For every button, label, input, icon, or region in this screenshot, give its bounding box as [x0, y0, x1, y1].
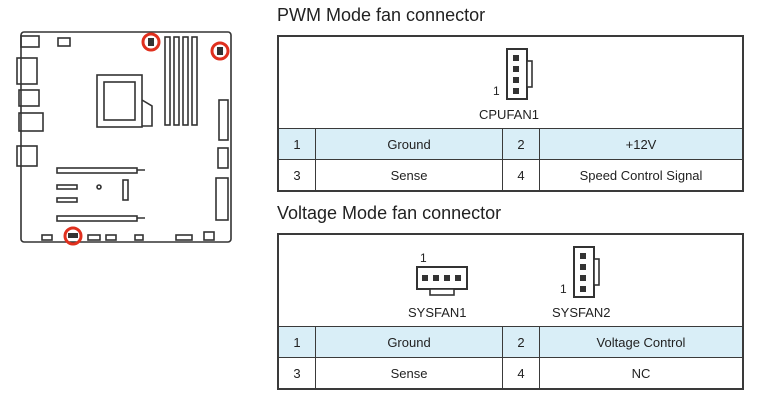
io-block: [16, 57, 38, 85]
cpufan1-pin1-label: 1: [493, 84, 500, 98]
sysfan1-highlight: [210, 41, 230, 61]
pin-number: 2: [502, 326, 540, 358]
io-block: [18, 89, 40, 107]
sysfan1-label: SYSFAN1: [408, 305, 467, 320]
atx-power: [218, 99, 229, 141]
sysfan1-connector-icon: [416, 266, 468, 296]
pwm-diagram-area: 1 CPUFAN1: [279, 37, 742, 128]
pin-number: 4: [502, 357, 540, 388]
sata-block: [215, 177, 229, 221]
cpufan1-connector-icon: [506, 48, 533, 100]
pcie-slot: [56, 215, 138, 222]
voltage-pin-table: 1 Ground 2 Voltage Control 3 Sense 4 NC: [279, 326, 742, 388]
io-block: [16, 145, 38, 167]
pin-number: 2: [502, 128, 540, 160]
pin-number: 4: [502, 159, 540, 190]
pin-definition: Speed Control Signal: [539, 159, 742, 190]
pin-definition: +12V: [539, 128, 742, 160]
pwm-pin-table: 1 Ground 2 +12V 3 Sense 4 Speed Control …: [279, 128, 742, 190]
pin-definition: Ground: [315, 128, 503, 160]
io-block: [20, 35, 40, 48]
sysfan2-highlight: [63, 226, 83, 246]
motherboard-diagram: [16, 31, 232, 246]
pin-definition: Sense: [315, 357, 503, 388]
cpufan1-label: CPUFAN1: [479, 107, 539, 122]
board-outline: [20, 31, 232, 243]
pcie-slot: [56, 184, 78, 190]
pin-number: 1: [279, 128, 316, 160]
pin-number: 3: [279, 357, 316, 388]
sata-block: [217, 147, 229, 169]
voltage-connector-panel: 1 SYSFAN1 1 SYSFAN2 1 Ground 2 Voltage C…: [277, 233, 744, 390]
pin-definition: NC: [539, 357, 742, 388]
cpu-socket: [96, 74, 143, 128]
pin-definition: Voltage Control: [539, 326, 742, 358]
table-row: 3 Sense 4 Speed Control Signal: [279, 159, 742, 190]
dimm-slot: [191, 36, 198, 126]
sysfan1-pin1-label: 1: [420, 251, 427, 265]
pwm-connector-panel: 1 CPUFAN1 1 Ground 2 +12V 3 Sense 4 Spee…: [277, 35, 744, 192]
voltage-diagram-area: 1 SYSFAN1 1 SYSFAN2: [279, 235, 742, 326]
pwm-section-title: PWM Mode fan connector: [277, 5, 486, 25]
table-row: 1 Ground 2 +12V: [279, 128, 742, 160]
table-row: 1 Ground 2 Voltage Control: [279, 326, 742, 358]
io-block: [18, 112, 44, 132]
pin-number: 3: [279, 159, 316, 190]
pin-number: 1: [279, 326, 316, 358]
header-block: [57, 37, 71, 47]
sysfan2-pin1-label: 1: [560, 282, 567, 296]
pin-definition: Ground: [315, 326, 503, 358]
table-row: 3 Sense 4 NC: [279, 357, 742, 388]
pcie-slot: [56, 167, 138, 174]
dimm-slot: [182, 36, 189, 126]
voltage-section-title: Voltage Mode fan connector: [277, 203, 502, 223]
pin-definition: Sense: [315, 159, 503, 190]
dimm-slot: [164, 36, 171, 126]
sysfan2-connector-icon: [573, 246, 600, 298]
sysfan2-label: SYSFAN2: [552, 305, 611, 320]
dimm-slot: [173, 36, 180, 126]
pcie-slot: [56, 197, 78, 203]
cpufan1-highlight: [141, 32, 161, 52]
